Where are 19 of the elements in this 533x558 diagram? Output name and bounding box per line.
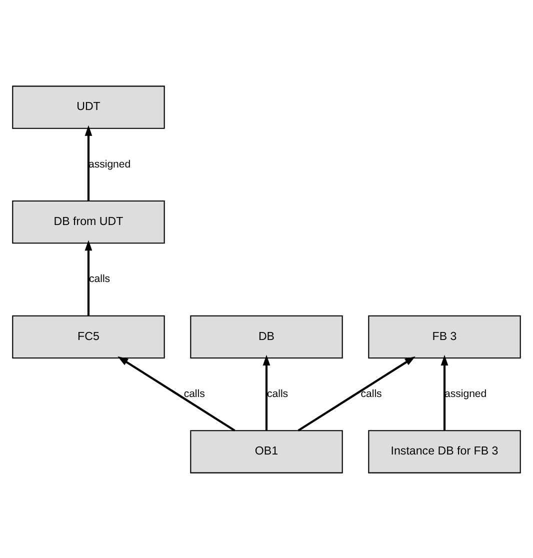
edge-label: calls xyxy=(184,387,205,400)
node-box: DB from UDT xyxy=(12,200,165,244)
node-box: FB 3 xyxy=(368,314,521,358)
edge-label: calls xyxy=(89,272,110,285)
arrow xyxy=(298,356,416,431)
node-box: FC5 xyxy=(12,314,165,358)
node-box: DB xyxy=(190,314,343,358)
arrow xyxy=(262,354,270,430)
edge-label: assigned xyxy=(444,387,487,400)
arrow xyxy=(118,356,236,431)
node-box: UDT xyxy=(12,85,165,128)
edge-label: assigned xyxy=(88,158,131,170)
arrow xyxy=(84,124,92,200)
arrow xyxy=(84,240,92,315)
edge-label: calls xyxy=(360,387,382,400)
node-box: OB1 xyxy=(190,430,343,473)
arrow xyxy=(440,354,448,430)
node-box: Instance DB for FB 3 xyxy=(368,430,521,473)
edge-label: calls xyxy=(267,387,288,400)
